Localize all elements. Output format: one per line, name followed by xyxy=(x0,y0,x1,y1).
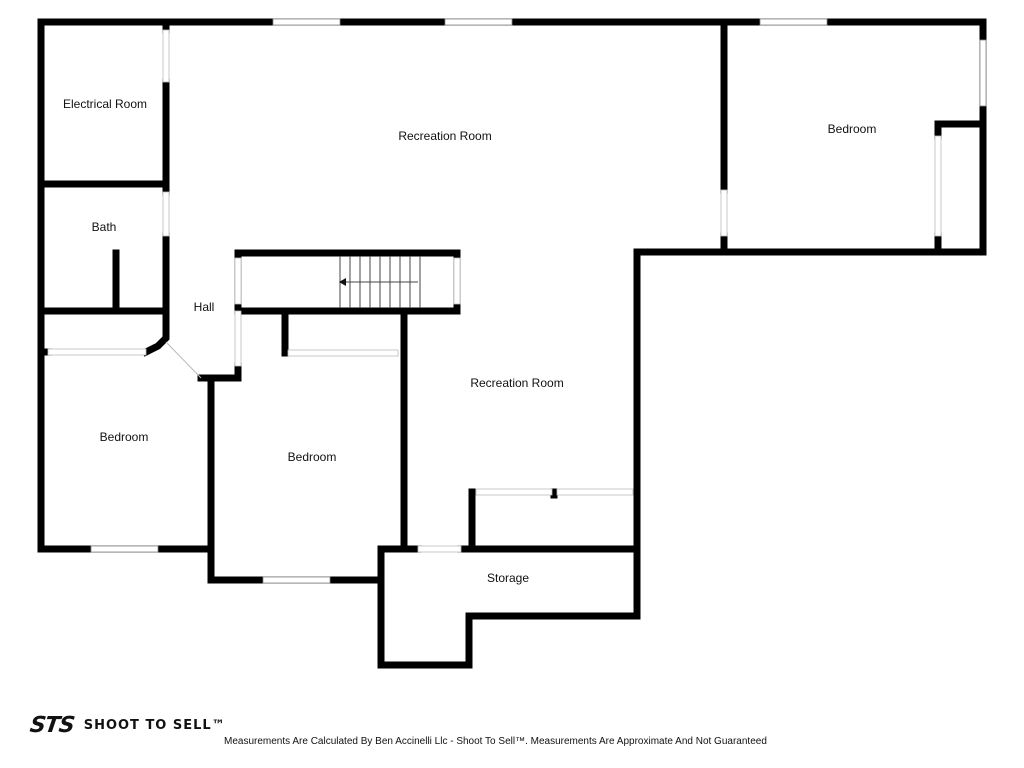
window-mid-bedroom xyxy=(262,576,331,584)
door-storage xyxy=(417,545,462,553)
door-right-bedroom xyxy=(720,189,728,237)
brand-name: SHOOT TO SELL™ xyxy=(83,718,226,733)
door-closet-b xyxy=(556,488,634,496)
label-electrical-room: Electrical Room xyxy=(63,97,147,111)
sts-logo: STS xyxy=(28,713,76,738)
outer-wall-top-left xyxy=(37,18,987,669)
door-left-bedroom xyxy=(47,348,147,356)
window-right xyxy=(979,39,987,107)
door-right-closet xyxy=(934,135,942,237)
window-top-1 xyxy=(272,18,341,26)
measurement-disclaimer: Measurements Are Calculated By Ben Accin… xyxy=(224,736,767,747)
windows xyxy=(90,18,987,584)
wall-right-closet xyxy=(934,120,987,140)
door-hall-right xyxy=(234,310,242,367)
window-left-bedroom xyxy=(90,545,159,553)
hall-diagonal-door xyxy=(165,341,202,379)
window-top-3 xyxy=(759,18,828,26)
door-mid-bedroom xyxy=(287,349,399,357)
label-bedroom-left: Bedroom xyxy=(100,430,149,444)
label-storage: Storage xyxy=(487,571,529,585)
door-stair-left xyxy=(234,257,242,305)
door-bath xyxy=(162,191,170,237)
floor-plan: Electrical Room Recreation Room Bedroom … xyxy=(37,18,987,669)
window-top-2 xyxy=(444,18,513,26)
label-bedroom-middle: Bedroom xyxy=(288,450,337,464)
door-stair-right xyxy=(453,257,461,305)
walls xyxy=(37,18,987,669)
door-openings xyxy=(47,29,942,553)
stairs xyxy=(339,256,421,308)
label-recreation-room-center: Recreation Room xyxy=(470,376,563,390)
brand: STS SHOOT TO SELL™ xyxy=(28,713,226,738)
door-closet-a xyxy=(475,488,553,496)
label-bath: Bath xyxy=(92,220,117,234)
wall-left-bedroom-corner xyxy=(141,308,170,357)
label-hall: Hall xyxy=(194,300,215,314)
door-electrical xyxy=(162,29,170,83)
label-recreation-room-top: Recreation Room xyxy=(398,129,491,143)
stair-arrow-head xyxy=(339,278,346,286)
label-bedroom-right: Bedroom xyxy=(828,122,877,136)
